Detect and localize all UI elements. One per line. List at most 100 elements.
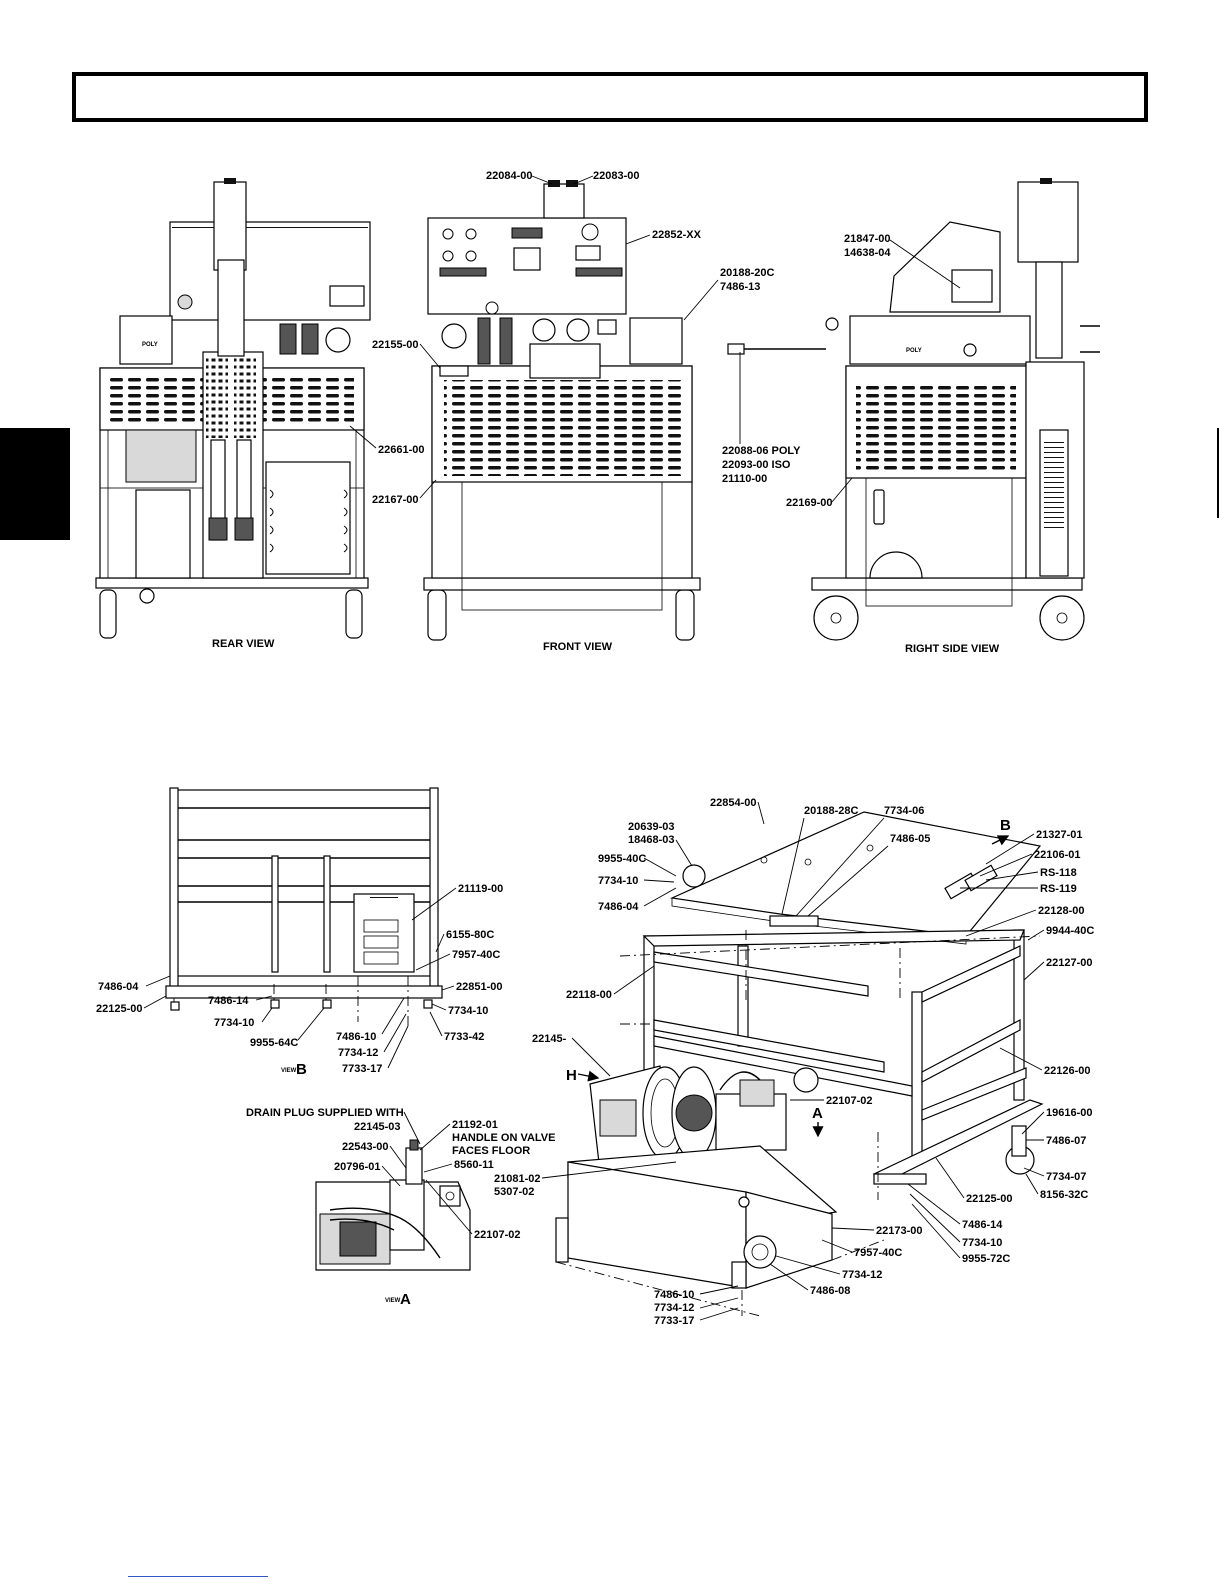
callout-22088-06: 22088-06 POLY bbox=[722, 445, 801, 457]
callout-6155-80c: 6155-80C bbox=[446, 929, 494, 941]
front-view-caption: FRONT VIEW bbox=[543, 641, 613, 653]
side-right-wheel bbox=[1039, 595, 1085, 641]
callout-20188-28c: 20188-28C bbox=[804, 805, 858, 817]
callout-20796-01: 20796-01 bbox=[334, 1161, 381, 1173]
arrow-a-label: A bbox=[812, 1105, 823, 1122]
rear-right-wheel bbox=[345, 589, 363, 639]
view-a-letter: A bbox=[400, 1291, 411, 1308]
callout-14638-04: 14638-04 bbox=[844, 247, 891, 259]
callout-18468-03: 18468-03 bbox=[628, 834, 675, 846]
callout-21081-02: 21081-02 bbox=[494, 1173, 541, 1185]
callout-7734-12-b: 7734-12 bbox=[842, 1269, 882, 1281]
callout-7733-42: 7733-42 bbox=[444, 1031, 484, 1043]
callout-7486-14-a: 7486-14 bbox=[208, 995, 249, 1007]
callout-22854-00: 22854-00 bbox=[710, 797, 757, 809]
callout-7734-07: 7734-07 bbox=[1046, 1171, 1086, 1183]
callout-7486-04-b: 7486-04 bbox=[598, 901, 639, 913]
view-a: DRAIN PLUG SUPPLIED WITH 22145-03 21192-… bbox=[246, 1107, 556, 1308]
callout-19616-00: 19616-00 bbox=[1046, 1107, 1093, 1119]
callout-7734-10-d: 7734-10 bbox=[962, 1237, 1002, 1249]
view-a-prefix: VIEW bbox=[385, 1298, 401, 1304]
rear-view-pump-columns bbox=[202, 351, 264, 579]
side-poly-tag: POLY bbox=[906, 348, 922, 354]
arrow-b-label: B bbox=[1000, 817, 1011, 834]
callout-22661-00: 22661-00 bbox=[378, 444, 425, 456]
callout-22127-00: 22127-00 bbox=[1046, 957, 1093, 969]
callout-7734-10-b: 7734-10 bbox=[448, 1005, 488, 1017]
callout-7734-10-c: 7734-10 bbox=[598, 875, 638, 887]
callout-7486-10-b: 7486-10 bbox=[654, 1289, 694, 1301]
callout-22125-00-b: 22125-00 bbox=[966, 1193, 1013, 1205]
callout-22083-00: 22083-00 bbox=[593, 170, 640, 182]
view-b: 21119-00 6155-80C 7957-40C 7486-04 22851… bbox=[96, 787, 503, 1078]
callout-20639-03: 20639-03 bbox=[628, 821, 675, 833]
rear-left-wheel bbox=[99, 589, 117, 639]
top-row-callouts: 22084-00 22083-00 22852-XX 20188-20C 748… bbox=[349, 170, 961, 509]
callout-drain-plug-line2: 22145-03 bbox=[354, 1121, 401, 1133]
callout-21192-01: 21192-01 bbox=[452, 1119, 498, 1131]
callout-21119-00: 21119-00 bbox=[458, 883, 503, 895]
callout-22093-00: 22093-00 ISO bbox=[722, 459, 791, 471]
callout-5307-02: 5307-02 bbox=[494, 1186, 534, 1198]
callout-drain-plug-line1: DRAIN PLUG SUPPLIED WITH bbox=[246, 1107, 404, 1119]
callout-7734-06: 7734-06 bbox=[884, 805, 924, 817]
callout-7734-12-c: 7734-12 bbox=[654, 1302, 694, 1314]
callout-21110-00: 21110-00 bbox=[722, 473, 767, 485]
callout-22851-00: 22851-00 bbox=[456, 981, 503, 993]
section-tab bbox=[0, 428, 70, 540]
callout-7486-14-b: 7486-14 bbox=[962, 1219, 1003, 1231]
callout-20188-20c: 20188-20C bbox=[720, 267, 774, 279]
callout-22543-00: 22543-00 bbox=[342, 1141, 389, 1153]
callout-8156-32c: 8156-32C bbox=[1040, 1189, 1088, 1201]
page-edge-mark bbox=[1217, 428, 1219, 518]
front-left-wheel bbox=[427, 589, 447, 641]
view-b-letter: B bbox=[296, 1061, 307, 1078]
callout-22128-00: 22128-00 bbox=[1038, 905, 1085, 917]
callout-22107-02-a: 22107-02 bbox=[474, 1229, 521, 1241]
callout-22167-00: 22167-00 bbox=[372, 494, 419, 506]
callout-7957-40c-a: 7957-40C bbox=[452, 949, 500, 961]
rear-view-caption: REAR VIEW bbox=[212, 638, 275, 650]
callout-handle-line2: FACES FLOOR bbox=[452, 1145, 530, 1157]
callout-21847-00: 21847-00 bbox=[844, 233, 891, 245]
rear-poly-tag: POLY bbox=[142, 342, 158, 348]
callout-22155-00: 22155-00 bbox=[372, 339, 419, 351]
callout-22084-00: 22084-00 bbox=[486, 170, 533, 182]
callout-22107-02-b: 22107-02 bbox=[826, 1095, 873, 1107]
footer-link-underline[interactable] bbox=[128, 1576, 268, 1577]
view-b-prefix: VIEW bbox=[281, 1068, 297, 1074]
callout-7734-10-a: 7734-10 bbox=[214, 1017, 254, 1029]
callout-7733-17-a: 7733-17 bbox=[342, 1063, 382, 1075]
callout-7957-40c-b: 7957-40C bbox=[854, 1247, 902, 1259]
callout-rs-118: RS-118 bbox=[1040, 867, 1077, 879]
rear-view: POLY REAR VIEW bbox=[95, 178, 371, 650]
front-view: FRONT VIEW bbox=[423, 180, 701, 653]
callout-9955-64c: 9955-64C bbox=[250, 1037, 298, 1049]
right-side-view: POLY RIGHT SIDE VIEW bbox=[727, 178, 1100, 655]
arrow-h-label: H bbox=[566, 1067, 577, 1084]
callout-22852-xx: 22852-XX bbox=[652, 229, 702, 241]
callout-22173-00: 22173-00 bbox=[876, 1225, 923, 1237]
callout-21327-01: 21327-01 bbox=[1036, 829, 1083, 841]
callout-7486-13: 7486-13 bbox=[720, 281, 760, 293]
callout-7734-12-a: 7734-12 bbox=[338, 1047, 378, 1059]
front-right-wheel bbox=[675, 589, 695, 641]
callout-22106-01: 22106-01 bbox=[1034, 849, 1081, 861]
callout-7733-17-b: 7733-17 bbox=[654, 1315, 694, 1327]
callout-22126-00: 22126-00 bbox=[1044, 1065, 1091, 1077]
callout-7486-10-a: 7486-10 bbox=[336, 1031, 376, 1043]
title-box bbox=[72, 72, 1148, 122]
right-side-view-caption: RIGHT SIDE VIEW bbox=[905, 643, 1000, 655]
frame bbox=[619, 929, 1044, 1200]
callout-8560-11: 8560-11 bbox=[454, 1159, 494, 1171]
callout-9955-40c: 9955-40C bbox=[598, 853, 646, 865]
callout-7486-04-a: 7486-04 bbox=[98, 981, 139, 993]
callout-22145: 22145- bbox=[532, 1033, 567, 1045]
callout-22125-00-a: 22125-00 bbox=[96, 1003, 143, 1015]
callout-handle-line1: HANDLE ON VALVE bbox=[452, 1132, 556, 1144]
callout-9955-72c: 9955-72C bbox=[962, 1253, 1010, 1265]
callout-rs-119: RS-119 bbox=[1040, 883, 1077, 895]
callout-7486-05: 7486-05 bbox=[890, 833, 930, 845]
callout-22118-00: 22118-00 bbox=[566, 989, 612, 1001]
